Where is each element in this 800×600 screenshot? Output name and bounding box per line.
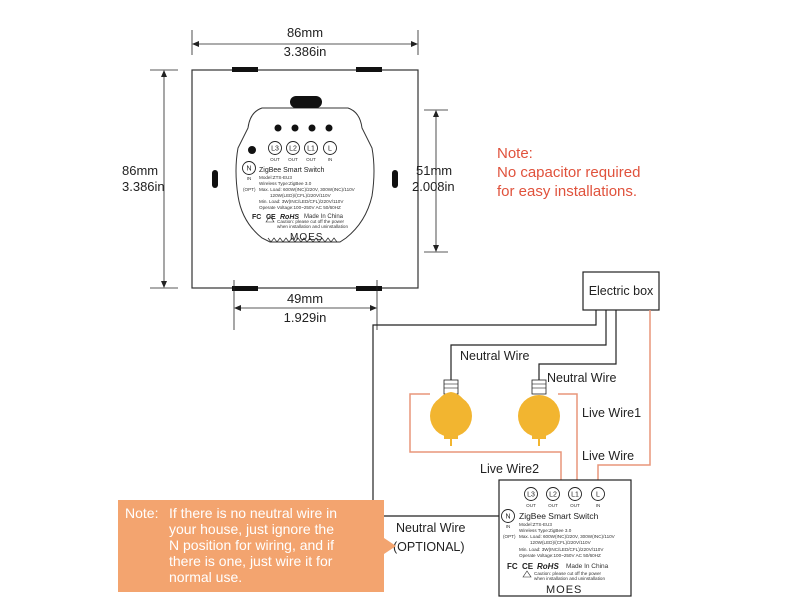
svg-text:OUT: OUT xyxy=(570,503,580,508)
svg-text:120W(LED)/(CFL)/220V/110V: 120W(LED)/(CFL)/220V/110V xyxy=(270,193,332,198)
svg-text:IN: IN xyxy=(506,524,511,529)
svg-text:Operate Voltage:100~250V AC 50: Operate Voltage:100~250V AC 50/60HZ xyxy=(259,205,341,210)
svg-text:Min. Load: 3W(INC/LED/CFL)/220: Min. Load: 3W(INC/LED/CFL)/220V/110V xyxy=(519,547,604,552)
top-view-switch: L3 OUT L2 OUT L1 OUT L IN N IN ZigBee Sm… xyxy=(122,25,455,330)
inner-height-in: 2.008in xyxy=(412,179,455,194)
bulb-right xyxy=(518,379,560,446)
height-mm: 86mm xyxy=(122,163,158,178)
svg-text:L: L xyxy=(328,146,332,153)
svg-text:Made In China: Made In China xyxy=(566,563,609,570)
svg-text:N: N xyxy=(505,514,510,521)
svg-text:L3: L3 xyxy=(527,492,535,499)
svg-text:Caution: please cut off the po: Caution: please cut off the power xyxy=(534,571,602,576)
svg-text:CE: CE xyxy=(522,562,534,571)
svg-text:OUT: OUT xyxy=(526,503,536,508)
module-brand-logo: MOES xyxy=(546,584,582,596)
svg-text:No capacitor required: No capacitor required xyxy=(497,164,640,181)
wiring-section: Electric box xyxy=(372,271,660,597)
top-terminal-L1: L1 OUT xyxy=(304,141,318,162)
top-terminal-L: L IN xyxy=(323,141,337,162)
svg-text:RoHS: RoHS xyxy=(537,562,559,571)
label-optional: (OPTIONAL) xyxy=(393,540,465,554)
svg-text:Model:ZTS-EU3: Model:ZTS-EU3 xyxy=(259,175,292,180)
top-terminal-L2: L2 OUT xyxy=(286,141,300,162)
svg-text:Max. Load: 600W(INC)/220V, 300: Max. Load: 600W(INC)/220V, 300W(INC)/110… xyxy=(259,187,356,192)
note-body: If there is no neutral wire in your hous… xyxy=(169,505,338,585)
svg-text:Caution: please cut off the po: Caution: please cut off the power xyxy=(277,219,345,224)
svg-text:(OPT): (OPT) xyxy=(243,187,256,192)
electric-box xyxy=(582,271,660,311)
svg-text:IN: IN xyxy=(596,503,601,508)
svg-text:Operate Voltage:100~250V AC 50: Operate Voltage:100~250V AC 50/60HZ xyxy=(519,553,601,558)
svg-text:OUT: OUT xyxy=(288,157,298,162)
bulb-left xyxy=(430,379,472,446)
label-neutral-wire-1: Neutral Wire xyxy=(460,349,530,363)
label-live-wire-1: Live Wire1 xyxy=(582,406,641,420)
terminal-L3: L3 OUT xyxy=(524,487,538,508)
capacitor-note: Note: No capacitor required for easy ins… xyxy=(497,145,640,200)
svg-text:(OPT): (OPT) xyxy=(503,534,516,539)
svg-text:Note:: Note: xyxy=(497,145,533,162)
terminal-N: N IN xyxy=(501,509,515,529)
inner-width-in: 1.929in xyxy=(284,310,327,325)
module-cert-row: FC CE RoHS Made In China xyxy=(507,562,609,571)
label-live-wire-2: Live Wire2 xyxy=(480,462,539,476)
label-neutral-wire-2: Neutral Wire xyxy=(547,371,617,385)
svg-text:Wireless Type:ZigBee 3.0: Wireless Type:ZigBee 3.0 xyxy=(519,528,572,533)
top-terminal-L3: L3 OUT xyxy=(268,141,282,162)
height-in: 3.386in xyxy=(122,179,165,194)
svg-text:OUT: OUT xyxy=(306,157,316,162)
module-product-name: ZigBee Smart Switch xyxy=(519,511,599,521)
inner-width-mm: 49mm xyxy=(287,291,323,306)
svg-text:L2: L2 xyxy=(289,146,297,153)
svg-text:FC: FC xyxy=(507,562,518,571)
svg-text:Electric box: Electric box xyxy=(589,284,654,298)
svg-text:Max. Load: 600W(INC)/220V, 300: Max. Load: 600W(INC)/220V, 300W(INC)/110… xyxy=(519,534,616,539)
svg-text:OUT: OUT xyxy=(548,503,558,508)
svg-text:RoHS: RoHS xyxy=(280,214,299,221)
note-prefix: Note: xyxy=(125,505,159,521)
svg-text:when installation and uninstal: when installation and uninstallation xyxy=(277,224,348,229)
callout-arrow xyxy=(384,538,396,554)
svg-text:120W(LED)/(CFL)/220V/110V: 120W(LED)/(CFL)/220V/110V xyxy=(530,540,592,545)
terminal-label: L3 xyxy=(271,146,279,153)
terminal-L1: L1 OUT xyxy=(568,487,582,508)
label-live-wire: Live Wire xyxy=(582,449,634,463)
top-brand-logo: MOES xyxy=(290,232,323,243)
neutral-note-callout: Note: If there is no neutral wire in you… xyxy=(118,500,384,592)
label-neutral-optional: Neutral Wire xyxy=(396,521,466,535)
width-in: 3.386in xyxy=(284,44,327,59)
top-product-name: ZigBee Smart Switch xyxy=(259,167,324,174)
inner-height-mm: 51mm xyxy=(416,163,452,178)
svg-text:OUT: OUT xyxy=(270,157,280,162)
neutral-wires xyxy=(372,310,617,517)
svg-text:IN: IN xyxy=(247,176,252,181)
svg-text:IN: IN xyxy=(328,157,333,162)
switch-module: L3 OUT L2 OUT L1 OUT L IN N IN xyxy=(498,479,632,597)
switch-module-body xyxy=(235,107,375,243)
svg-text:N: N xyxy=(246,166,251,173)
width-mm: 86mm xyxy=(287,25,323,40)
svg-text:Min. Load: 3W(INC/LED/CFL)/220: Min. Load: 3W(INC/LED/CFL)/220V/110V xyxy=(259,199,344,204)
svg-text:for easy installations.: for easy installations. xyxy=(497,183,637,200)
top-terminal-N: N IN xyxy=(242,161,256,181)
svg-text:L2: L2 xyxy=(549,492,557,499)
terminal-L: L IN xyxy=(591,487,605,508)
svg-text:Model:ZTS-EU3: Model:ZTS-EU3 xyxy=(519,522,552,527)
svg-text:L: L xyxy=(596,492,600,499)
terminal-L2: L2 OUT xyxy=(546,487,560,508)
svg-text:FC: FC xyxy=(252,214,261,221)
svg-text:when installation and uninstal: when installation and uninstallation xyxy=(534,576,605,581)
svg-text:Wireless Type:ZigBee 3.0: Wireless Type:ZigBee 3.0 xyxy=(259,181,312,186)
svg-text:L1: L1 xyxy=(571,492,579,499)
svg-text:L1: L1 xyxy=(307,146,315,153)
live-wires xyxy=(409,310,651,487)
svg-text:Made In China: Made In China xyxy=(304,214,344,220)
